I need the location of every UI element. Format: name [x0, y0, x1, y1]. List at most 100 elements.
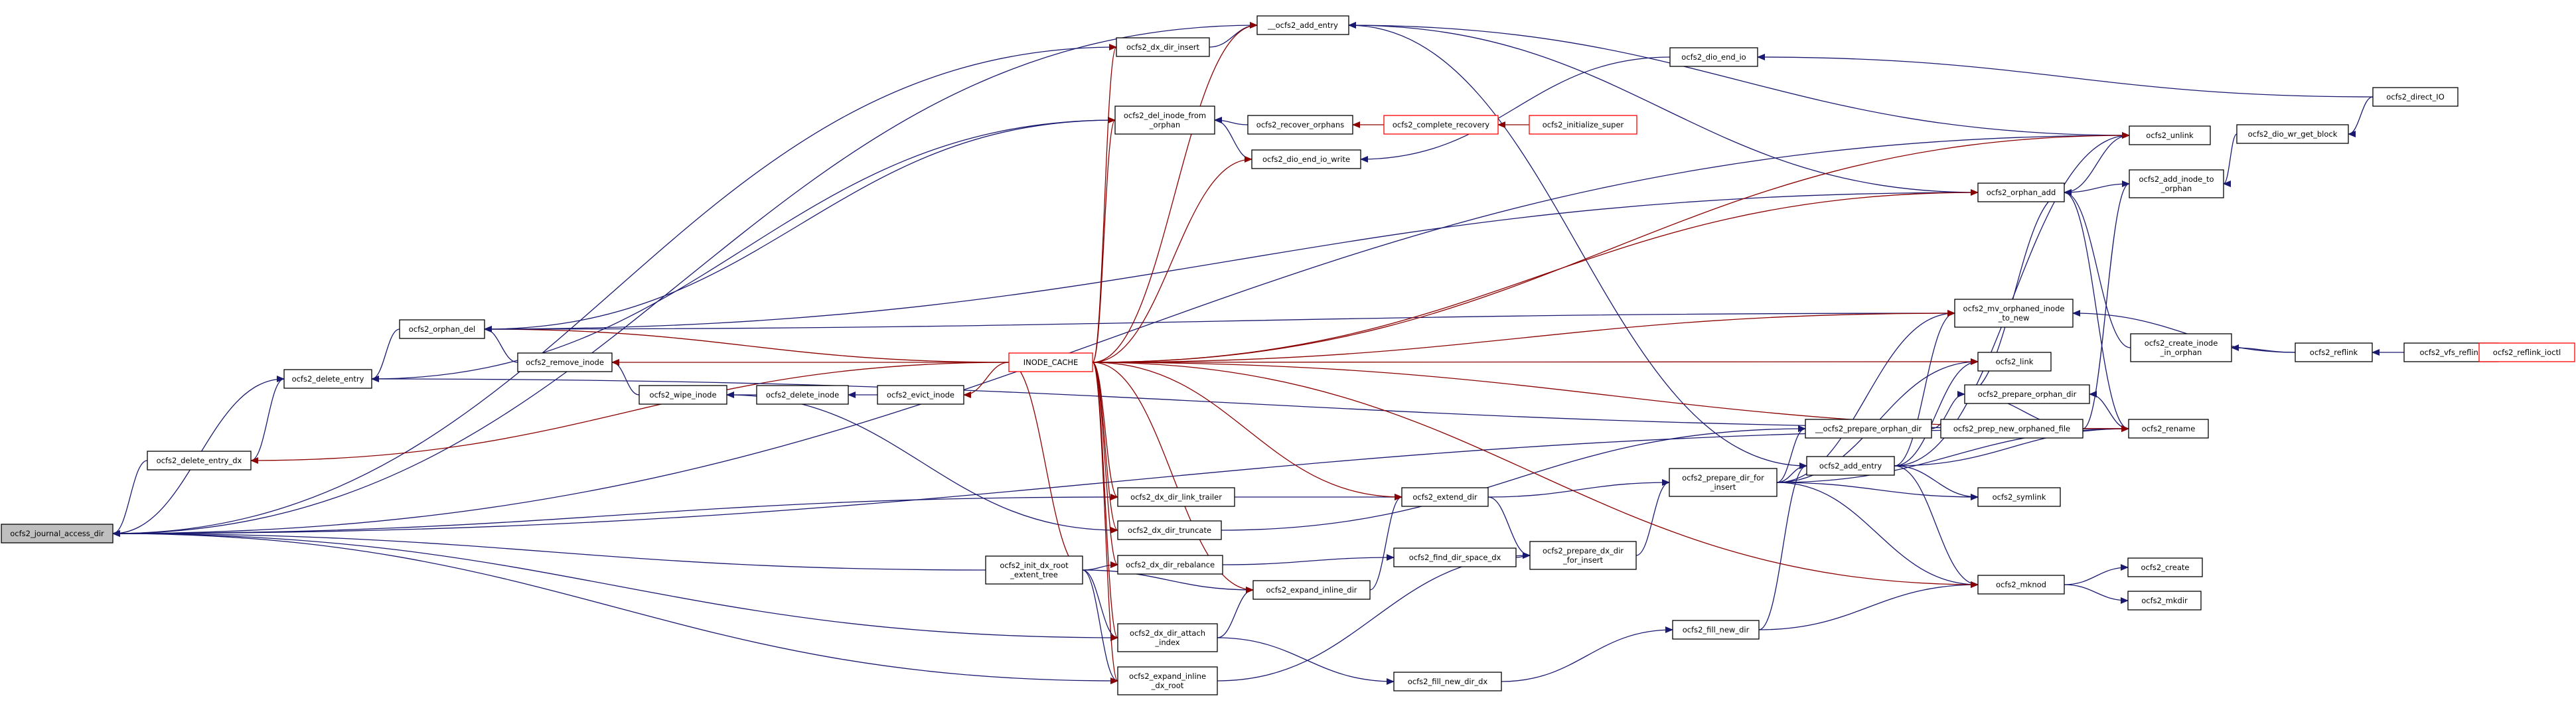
node-fill_new_dir[interactable]: ocfs2_fill_new_dir: [1672, 620, 1760, 640]
node-wipe_inode[interactable]: ocfs2_wipe_inode: [639, 385, 727, 405]
node-dx_dir_link_trailer[interactable]: ocfs2_dx_dir_link_trailer: [1117, 487, 1235, 507]
node-box[interactable]: [877, 385, 964, 405]
node-inode_cache[interactable]: INODE_CACHE: [1008, 352, 1093, 372]
node-box[interactable]: [1672, 620, 1760, 640]
node-box[interactable]: [2478, 342, 2575, 362]
node-expand_inline_dx_root[interactable]: ocfs2_expand_inline_dx_root: [1117, 666, 1218, 695]
node-box[interactable]: [2129, 169, 2224, 198]
node-del_inode_from_orphan[interactable]: ocfs2_del_inode_from_orphan: [1114, 106, 1215, 135]
node-prepare_orphan_dir[interactable]: ocfs2_prepare_orphan_dir: [1964, 384, 2090, 404]
node-prep_new_orphaned_file[interactable]: ocfs2_prep_new_orphaned_file: [1940, 419, 2084, 439]
node-dio_end_io_write[interactable]: ocfs2_dio_end_io_write: [1251, 149, 1361, 169]
node-box[interactable]: [1117, 555, 1223, 575]
node-delete_entry_dx[interactable]: ocfs2_delete_entry_dx: [147, 451, 252, 470]
node-box[interactable]: [1940, 419, 2084, 439]
node-prepare_dx_dir_for_insert[interactable]: ocfs2_prepare_dx_dir_for_insert: [1529, 541, 1637, 570]
node-box[interactable]: [1393, 672, 1502, 691]
node-fill_new_dir_dx[interactable]: ocfs2_fill_new_dir_dx: [1393, 672, 1502, 691]
node-box[interactable]: [1117, 666, 1218, 695]
node-symlink[interactable]: ocfs2_symlink: [1977, 487, 2061, 507]
node-box[interactable]: [1117, 520, 1222, 540]
node-box[interactable]: [1008, 352, 1093, 372]
node-dx_dir_insert[interactable]: ocfs2_dx_dir_insert: [1116, 37, 1210, 57]
node-box[interactable]: [517, 352, 613, 372]
node-orphan_del[interactable]: ocfs2_orphan_del: [399, 319, 485, 339]
node-mv_orphaned_inode[interactable]: ocfs2_mv_orphaned_inode_to_new: [1954, 299, 2074, 328]
node-dx_dir_rebalance[interactable]: ocfs2_dx_dir_rebalance: [1117, 555, 1223, 575]
node-recover_orphans[interactable]: ocfs2_recover_orphans: [1247, 115, 1353, 135]
node-box[interactable]: [1251, 149, 1361, 169]
node-link[interactable]: ocfs2_link: [1977, 352, 2052, 372]
node-expand_inline_dir[interactable]: ocfs2_expand_inline_dir: [1252, 580, 1371, 600]
node-unlink[interactable]: ocfs2_unlink: [2129, 125, 2211, 145]
node-box[interactable]: [1669, 468, 1778, 497]
node-box[interactable]: [283, 369, 372, 389]
node-extend_dir[interactable]: ocfs2_extend_dir: [1401, 487, 1489, 507]
node-find_dir_space_dx[interactable]: ocfs2_find_dir_space_dx: [1393, 547, 1517, 567]
node-box[interactable]: [639, 385, 727, 405]
node-box[interactable]: [2295, 342, 2373, 362]
node-box[interactable]: [756, 385, 849, 405]
node-box[interactable]: [1806, 456, 1895, 476]
node-box[interactable]: [147, 451, 252, 470]
node-dx_dir_truncate[interactable]: ocfs2_dx_dir_truncate: [1117, 520, 1222, 540]
node-box[interactable]: [2127, 591, 2202, 611]
node-box[interactable]: [1529, 115, 1637, 135]
node-box[interactable]: [1117, 623, 1218, 652]
node-prepare_orphan_dir_under[interactable]: __ocfs2_prepare_orphan_dir: [1805, 419, 1932, 439]
node-box[interactable]: [2127, 557, 2203, 577]
node-orphan_add[interactable]: ocfs2_orphan_add: [1977, 182, 2065, 202]
node-box[interactable]: [1247, 115, 1353, 135]
node-box[interactable]: [1977, 575, 2065, 595]
node-box[interactable]: [1393, 547, 1517, 567]
node-box[interactable]: [2128, 419, 2209, 439]
node-delete_inode[interactable]: ocfs2_delete_inode: [756, 385, 849, 405]
node-box[interactable]: [1954, 299, 2074, 328]
node-box[interactable]: [1964, 384, 2090, 404]
node-rename[interactable]: ocfs2_rename: [2128, 419, 2209, 439]
node-create[interactable]: ocfs2_create: [2127, 557, 2203, 577]
node-mknod[interactable]: ocfs2_mknod: [1977, 575, 2065, 595]
node-dio_end_io[interactable]: ocfs2_dio_end_io: [1669, 47, 1758, 67]
node-box[interactable]: [2236, 124, 2349, 144]
node-direct_io[interactable]: ocfs2_direct_IO: [2372, 87, 2459, 107]
node-box[interactable]: [1117, 487, 1235, 507]
node-box[interactable]: [1116, 37, 1210, 57]
node-create_inode_in_orphan[interactable]: ocfs2_create_inode_in_orphan: [2130, 333, 2232, 362]
node-add_entry_under[interactable]: __ocfs2_add_entry: [1256, 15, 1349, 35]
node-box[interactable]: [2129, 125, 2211, 145]
node-box[interactable]: [1529, 541, 1637, 570]
node-box[interactable]: [1252, 580, 1371, 600]
node-box[interactable]: [1805, 419, 1932, 439]
node-reflink_ioctl[interactable]: ocfs2_reflink_ioctl: [2478, 342, 2575, 362]
edge-init_dx_root-to-expand_inline_dx_root: [1082, 569, 1118, 684]
node-box[interactable]: [1977, 352, 2052, 372]
node-prepare_dir_for_insert[interactable]: ocfs2_prepare_dir_for_insert: [1669, 468, 1778, 497]
node-initialize_super[interactable]: ocfs2_initialize_super: [1529, 115, 1637, 135]
node-dx_dir_attach_index[interactable]: ocfs2_dx_dir_attach_index: [1117, 623, 1218, 652]
node-box[interactable]: [985, 555, 1083, 585]
node-box[interactable]: [1114, 106, 1215, 135]
node-init_dx_root[interactable]: ocfs2_init_dx_root_extent_tree: [985, 555, 1083, 585]
node-box[interactable]: [1, 524, 114, 543]
node-complete_recovery[interactable]: ocfs2_complete_recovery: [1383, 115, 1499, 135]
node-box[interactable]: [2130, 333, 2232, 362]
node-box[interactable]: [1977, 487, 2061, 507]
node-box[interactable]: [1401, 487, 1489, 507]
node-box[interactable]: [1256, 15, 1349, 35]
node-box[interactable]: [399, 319, 485, 339]
node-box[interactable]: [1383, 115, 1499, 135]
node-box[interactable]: [1977, 182, 2065, 202]
node-reflink[interactable]: ocfs2_reflink: [2295, 342, 2373, 362]
node-delete_entry[interactable]: ocfs2_delete_entry: [283, 369, 372, 389]
node-box[interactable]: [2372, 87, 2459, 107]
node-journal_access_dir[interactable]: ocfs2_journal_access_dir: [1, 524, 114, 543]
node-add_inode_to_orphan[interactable]: ocfs2_add_inode_to_orphan: [2129, 169, 2224, 198]
node-remove_inode[interactable]: ocfs2_remove_inode: [517, 352, 613, 372]
node-add_entry[interactable]: ocfs2_add_entry: [1806, 456, 1895, 476]
node-evict_inode[interactable]: ocfs2_evict_inode: [877, 385, 964, 405]
node-box[interactable]: [1669, 47, 1758, 67]
node-label: ocfs2_create_inode: [2145, 338, 2218, 348]
node-dio_wr_get_block[interactable]: ocfs2_dio_wr_get_block: [2236, 124, 2349, 144]
node-mkdir[interactable]: ocfs2_mkdir: [2127, 591, 2202, 611]
